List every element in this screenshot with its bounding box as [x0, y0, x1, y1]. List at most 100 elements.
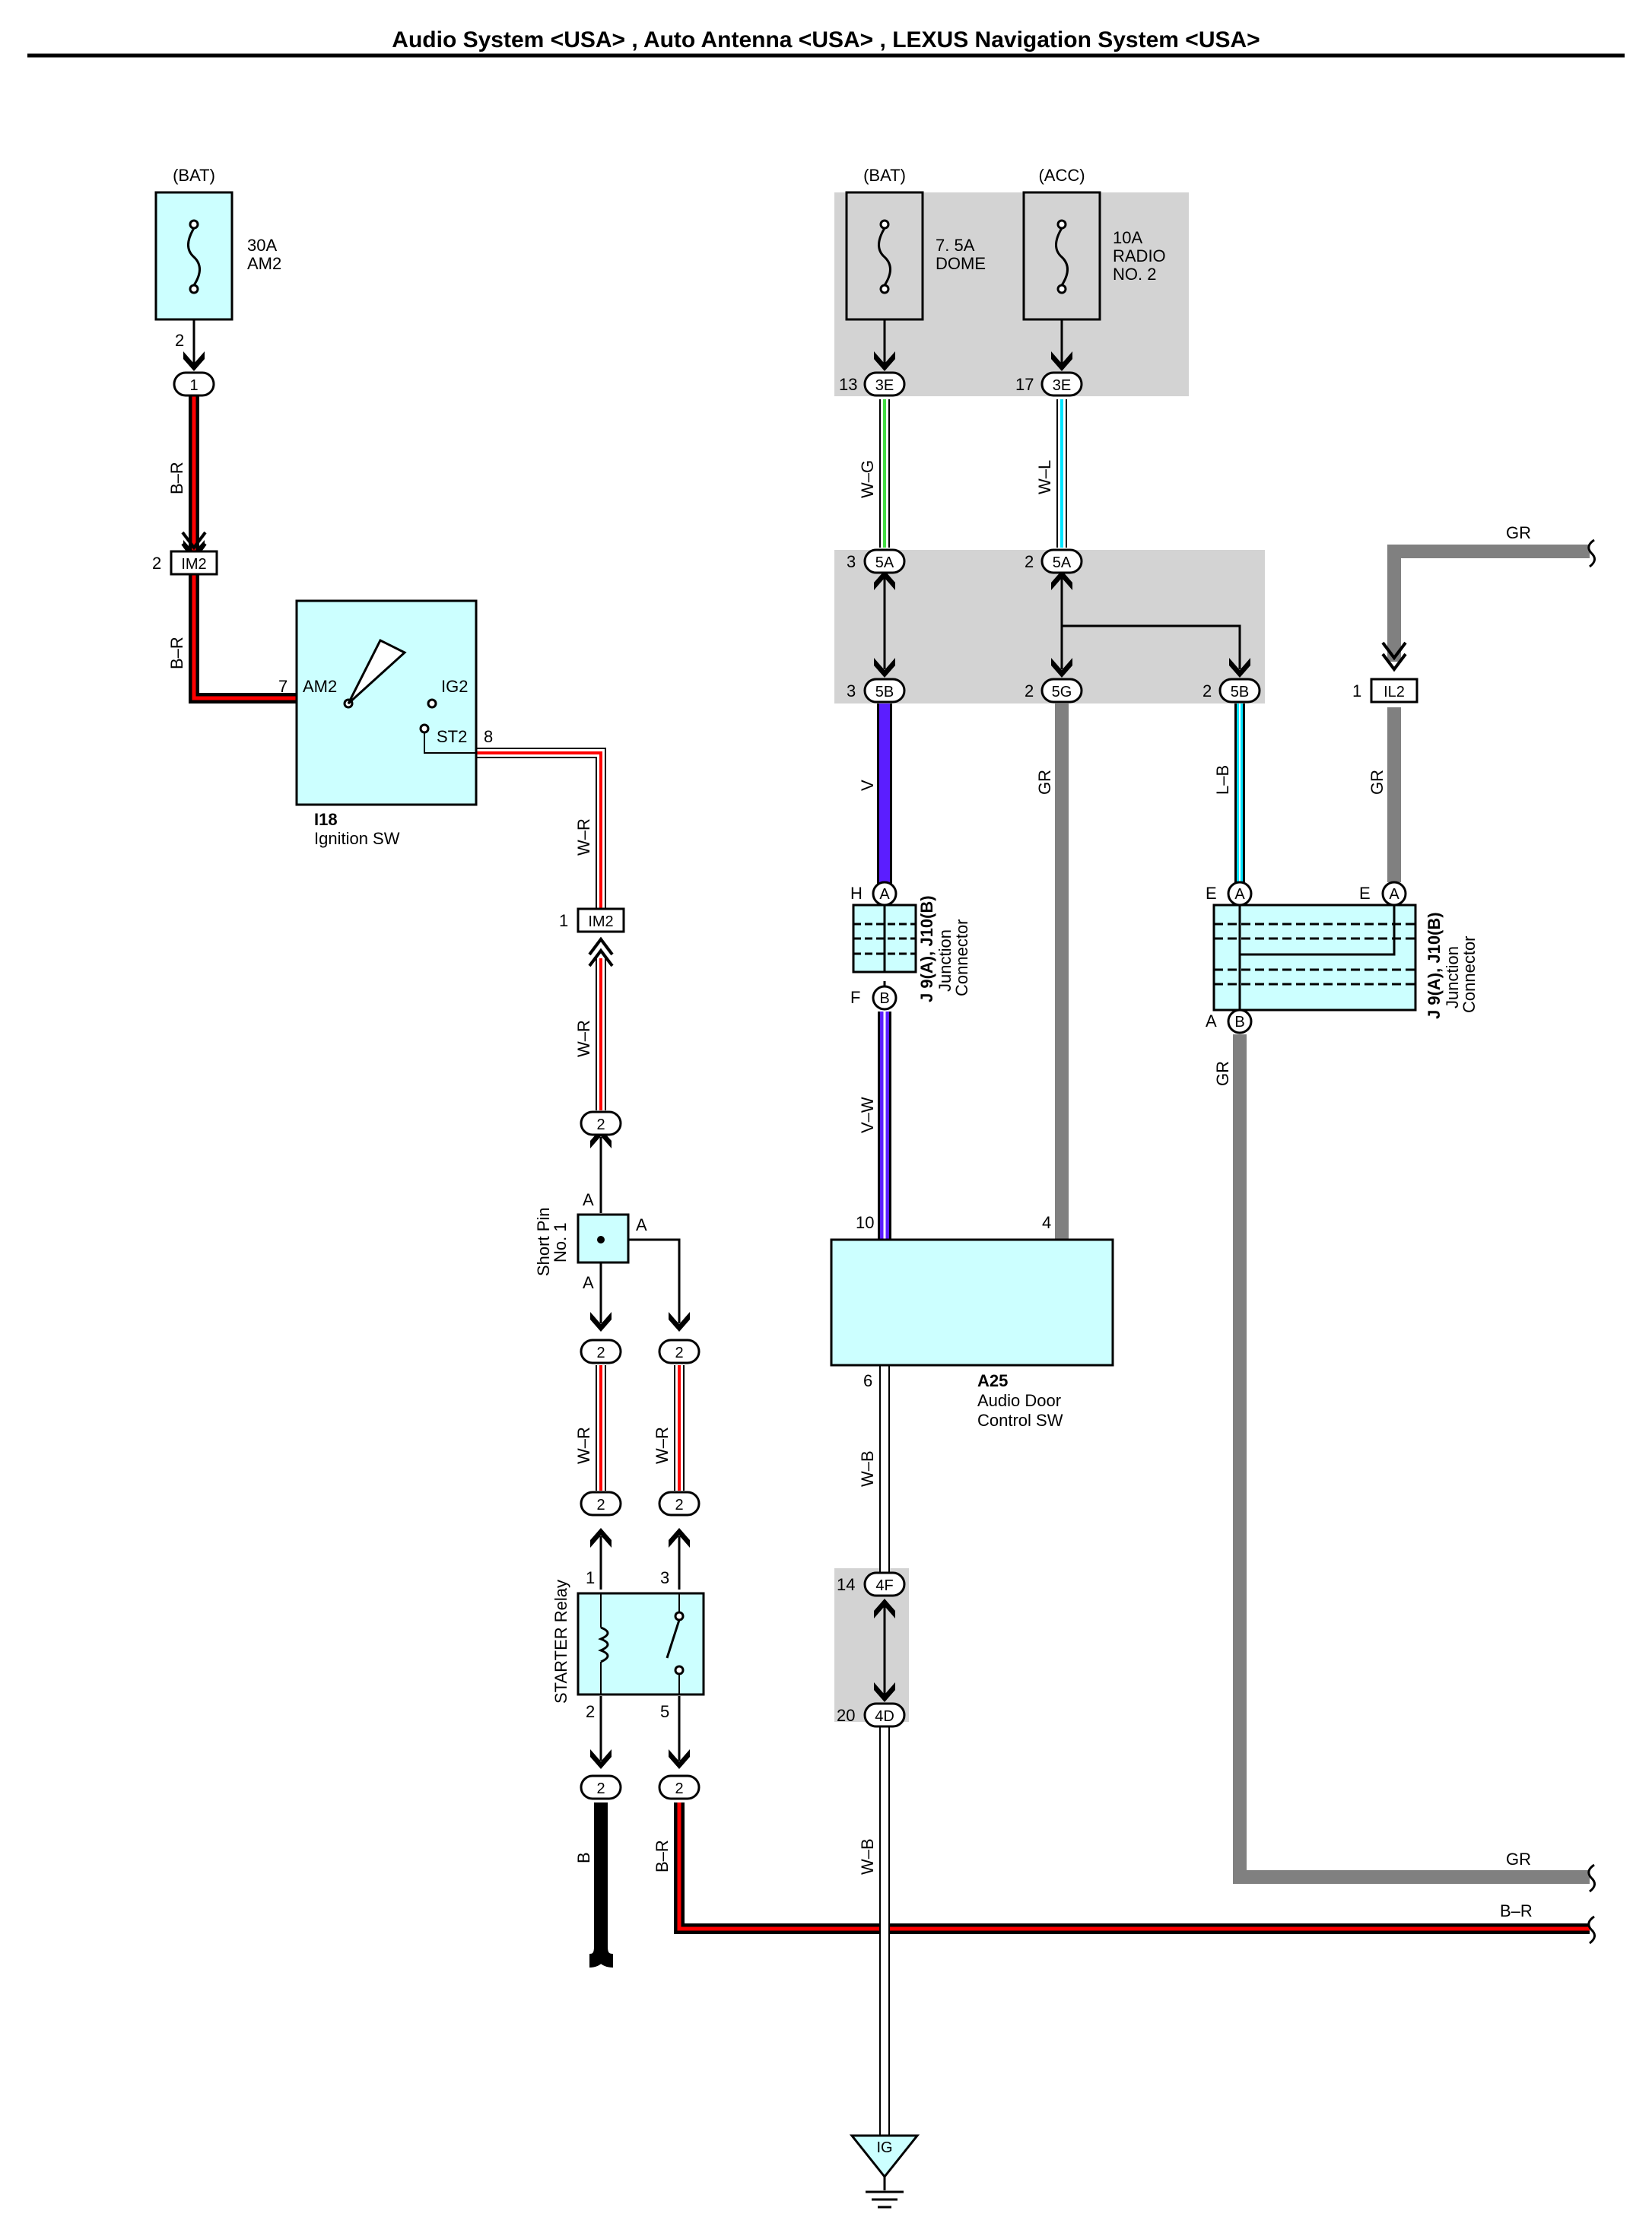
svg-text:4: 4 — [1042, 1213, 1051, 1232]
audio-door-control-sw: 10 4 6 A25 Audio Door Control SW — [830, 1213, 1114, 1430]
wire-label-gr-top: GR — [1506, 523, 1531, 542]
wire-label-gr-bottom: GR — [1506, 1850, 1531, 1869]
svg-text:Connector: Connector — [952, 919, 971, 996]
svg-text:F: F — [850, 988, 860, 1007]
svg-text:IM2: IM2 — [181, 556, 206, 573]
svg-text:2: 2 — [596, 1780, 605, 1797]
fuse-am2-amp: 30A — [247, 236, 277, 255]
svg-text:3: 3 — [847, 552, 856, 571]
wire-gr-top — [1387, 545, 1590, 882]
oval-connector-2-a: 2 — [580, 1110, 622, 1136]
svg-text:B: B — [1234, 1014, 1244, 1031]
junction-connector-left: A B H F J 9(A), J10(B) Junction Connecto… — [850, 881, 971, 1011]
svg-text:A: A — [1389, 886, 1399, 903]
oval-connector-4d: 4D 20 — [837, 1702, 906, 1728]
svg-text:3: 3 — [660, 1568, 669, 1587]
svg-text:IG: IG — [876, 2139, 892, 2156]
svg-text:7: 7 — [278, 677, 288, 696]
svg-text:J 9(A), J10(B): J 9(A), J10(B) — [917, 895, 936, 1002]
oval-connector-4f: 4F 14 — [837, 1571, 906, 1597]
svg-text:AM2: AM2 — [303, 677, 337, 696]
svg-text:2: 2 — [586, 1702, 595, 1721]
oval-connector-5a-1: 5A 3 — [847, 548, 906, 574]
svg-text:Connector: Connector — [1460, 935, 1479, 1013]
svg-text:2: 2 — [675, 1780, 683, 1797]
svg-text:A: A — [1206, 1012, 1217, 1031]
fuse-am2: (BAT) 30A AM2 2 — [154, 166, 281, 364]
fuse-radio-source: (ACC) — [1038, 166, 1085, 185]
wire-label-wg: W–G — [858, 460, 877, 498]
wire-label-wr-2: W–R — [574, 1020, 593, 1057]
svg-text:ST2: ST2 — [437, 727, 467, 746]
svg-text:2: 2 — [596, 1116, 605, 1133]
fuse-radio-name2: NO. 2 — [1113, 265, 1156, 284]
svg-text:Audio Door: Audio Door — [977, 1391, 1061, 1410]
svg-text:8: 8 — [484, 727, 493, 746]
wire-label-v: V — [858, 780, 877, 791]
svg-text:2: 2 — [596, 1497, 605, 1513]
wire-label-vw: V–W — [858, 1097, 877, 1133]
oval-connector-5a-2: 5A 2 — [1025, 548, 1083, 574]
wire-label-gr-il2: GR — [1368, 770, 1387, 795]
svg-text:3: 3 — [847, 681, 856, 700]
svg-text:2: 2 — [596, 1345, 605, 1361]
ignition-code: I18 — [314, 810, 338, 829]
svg-text:5G: 5G — [1052, 684, 1072, 700]
svg-text:E: E — [1206, 884, 1217, 903]
svg-text:No. 1: No. 1 — [551, 1222, 570, 1263]
svg-text:5: 5 — [660, 1702, 669, 1721]
rect-connector-im2-b: IM2 1 — [559, 907, 625, 933]
wire-label-wr-1: W–R — [574, 818, 593, 856]
svg-text:IG2: IG2 — [441, 677, 468, 696]
svg-text:Junction: Junction — [1443, 946, 1462, 1008]
svg-text:5B: 5B — [875, 684, 894, 700]
junction-block-shade-top — [834, 192, 1189, 396]
oval-connector-5g: 5G 2 — [1025, 678, 1083, 704]
oval-connector-2-e: 2 — [658, 1491, 701, 1517]
ground-ig: IG — [849, 2134, 920, 2209]
svg-text:13: 13 — [839, 375, 857, 394]
wire-br-left — [189, 395, 297, 704]
oval-connector-2-b: 2 — [580, 1339, 622, 1364]
wire-label-br-3: B–R — [653, 1840, 672, 1872]
ignition-switch: 7 AM2 IG2 ST2 8 I18 Ignition SW — [278, 599, 493, 848]
wire-label-wr-4: W–R — [653, 1427, 672, 1464]
oval-connector-5b-2: 5B 2 — [1202, 678, 1261, 704]
oval-connector-2-c: 2 — [658, 1339, 701, 1364]
wire-label-wl: W–L — [1035, 460, 1054, 494]
page-title: Audio System <USA> , Auto Antenna <USA> … — [392, 27, 1260, 52]
svg-text:B: B — [879, 990, 889, 1007]
svg-text:1: 1 — [189, 377, 198, 394]
svg-text:1: 1 — [1352, 681, 1361, 700]
junction-connector-right: A A B E E A J 9(A), J10(B) Junction Conn… — [1206, 881, 1479, 1034]
svg-text:A: A — [583, 1190, 594, 1209]
svg-text:H: H — [850, 884, 863, 903]
wire-labels: B–R B–R W–G W–L W–R W–R W–R W–R V V–W GR… — [167, 460, 1533, 1920]
svg-text:2: 2 — [1202, 681, 1212, 700]
wire-label-b: B — [574, 1852, 593, 1863]
svg-text:2: 2 — [1025, 681, 1034, 700]
svg-text:Short Pin: Short Pin — [534, 1208, 553, 1277]
fuse-dome-source: (BAT) — [863, 166, 906, 185]
oval-connector-5b-1: 5B 3 — [847, 678, 906, 704]
wire-label-br-2: B–R — [167, 637, 186, 669]
svg-text:Junction: Junction — [936, 929, 955, 992]
svg-text:A: A — [636, 1215, 647, 1234]
wire-label-wb-2: W–B — [858, 1838, 877, 1875]
svg-text:6: 6 — [863, 1371, 872, 1390]
rect-connector-im2-a: IM2 2 — [152, 550, 218, 576]
fuse-am2-source: (BAT) — [173, 166, 215, 185]
svg-text:4D: 4D — [875, 1708, 894, 1725]
svg-text:3E: 3E — [875, 377, 894, 394]
wire-b-ground — [589, 1802, 614, 1968]
svg-text:14: 14 — [837, 1575, 855, 1594]
wire-label-br-bottom: B–R — [1500, 1901, 1533, 1920]
svg-text:1: 1 — [559, 911, 568, 930]
svg-text:10: 10 — [856, 1213, 874, 1232]
oval-connector-3e-dome: 3E 13 — [839, 371, 906, 397]
svg-text:E: E — [1359, 884, 1371, 903]
svg-text:5A: 5A — [1053, 554, 1072, 571]
wire-wr-st2 — [476, 748, 685, 1491]
fuse-radio-name: RADIO — [1113, 246, 1166, 265]
